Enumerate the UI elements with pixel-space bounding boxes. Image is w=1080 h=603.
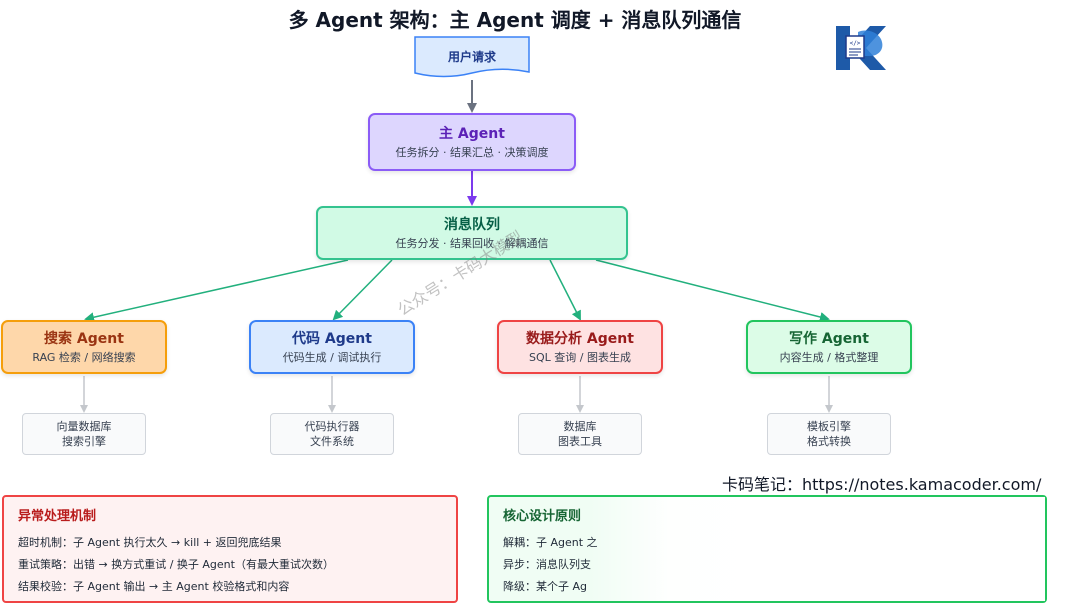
search-agent-node: 搜索 Agent RAG 检索 / 网络搜索: [1, 320, 167, 374]
design-line: 降级：某个子 Ag: [503, 580, 588, 593]
main-agent-node: 主 Agent 任务拆分 · 结果汇总 · 决策调度: [368, 113, 576, 171]
data-analysis-agent-desc: SQL 查询 / 图表生成: [529, 350, 631, 364]
data-tools-node: 数据库 图表工具: [518, 413, 642, 455]
tool-label: 数据库: [563, 420, 597, 433]
arrow-queue-to-code: [332, 259, 393, 321]
design-panel-title: 核心设计原则: [503, 509, 582, 524]
exception-panel-title: 异常处理机制: [18, 509, 97, 524]
writing-agent-desc: 内容生成 / 格式整理: [779, 350, 879, 364]
svg-text:</>: </>: [850, 40, 861, 47]
user-request-label: 用户请求: [447, 49, 497, 64]
code-agent-node: 代码 Agent 代码生成 / 调试执行: [249, 320, 415, 374]
kamacoder-logo-icon: </>: [836, 26, 886, 70]
data-analysis-agent-title: 数据分析 Agent: [526, 330, 634, 347]
message-queue-node: 消息队列 任务分发 · 结果回收 · 解耦通信: [316, 206, 628, 260]
tool-label: 图表工具: [558, 435, 602, 448]
tool-label: 格式转换: [807, 435, 851, 448]
writing-agent-node: 写作 Agent 内容生成 / 格式整理: [746, 320, 912, 374]
code-agent-title: 代码 Agent: [292, 330, 372, 347]
tool-label: 向量数据库: [56, 420, 112, 433]
design-line: 解耦：子 Agent 之: [503, 536, 598, 549]
tool-label: 搜索引擎: [62, 435, 106, 448]
search-agent-desc: RAG 检索 / 网络搜索: [32, 350, 136, 364]
arrow-queue-to-write: [595, 259, 830, 322]
arrow-queue-to-search: [84, 259, 349, 323]
site-note: 卡码笔记：https://notes.kamacoder.com/: [722, 475, 1042, 494]
design-principles-panel: 核心设计原则 解耦：子 Agent 之 异步：消息队列支 降级：某个子 Ag: [487, 495, 1047, 603]
code-agent-desc: 代码生成 / 调试执行: [282, 350, 382, 364]
exception-handling-panel: 异常处理机制 超时机制：子 Agent 执行太久 → kill + 返回兜底结果…: [2, 495, 458, 603]
writing-agent-title: 写作 Agent: [789, 330, 869, 347]
fade-overlay: [589, 497, 1045, 601]
tool-label: 文件系统: [310, 435, 354, 448]
arrow-queue-to-data: [549, 259, 581, 321]
exception-line: 超时机制：子 Agent 执行太久 → kill + 返回兜底结果: [18, 536, 282, 549]
code-tools-node: 代码执行器 文件系统: [270, 413, 394, 455]
search-agent-title: 搜索 Agent: [44, 330, 124, 347]
tool-label: 模板引擎: [807, 420, 851, 433]
message-queue-title: 消息队列: [444, 216, 500, 233]
design-line: 异步：消息队列支: [503, 558, 591, 571]
main-agent-desc: 任务拆分 · 结果汇总 · 决策调度: [395, 145, 549, 159]
search-tools-node: 向量数据库 搜索引擎: [22, 413, 146, 455]
message-queue-desc: 任务分发 · 结果回收 · 解耦通信: [395, 236, 549, 250]
tool-label: 代码执行器: [304, 420, 360, 433]
diagram-title: 多 Agent 架构：主 Agent 调度 + 消息队列通信: [288, 8, 742, 32]
main-agent-title: 主 Agent: [439, 125, 505, 142]
write-tools-node: 模板引擎 格式转换: [767, 413, 891, 455]
user-request-node: 用户请求: [414, 36, 530, 78]
data-analysis-agent-node: 数据分析 Agent SQL 查询 / 图表生成: [497, 320, 663, 374]
exception-line: 重试策略：出错 → 换方式重试 / 换子 Agent（有最大重试次数）: [18, 558, 334, 571]
exception-line: 结果校验：子 Agent 输出 → 主 Agent 校验格式和内容: [18, 580, 290, 593]
